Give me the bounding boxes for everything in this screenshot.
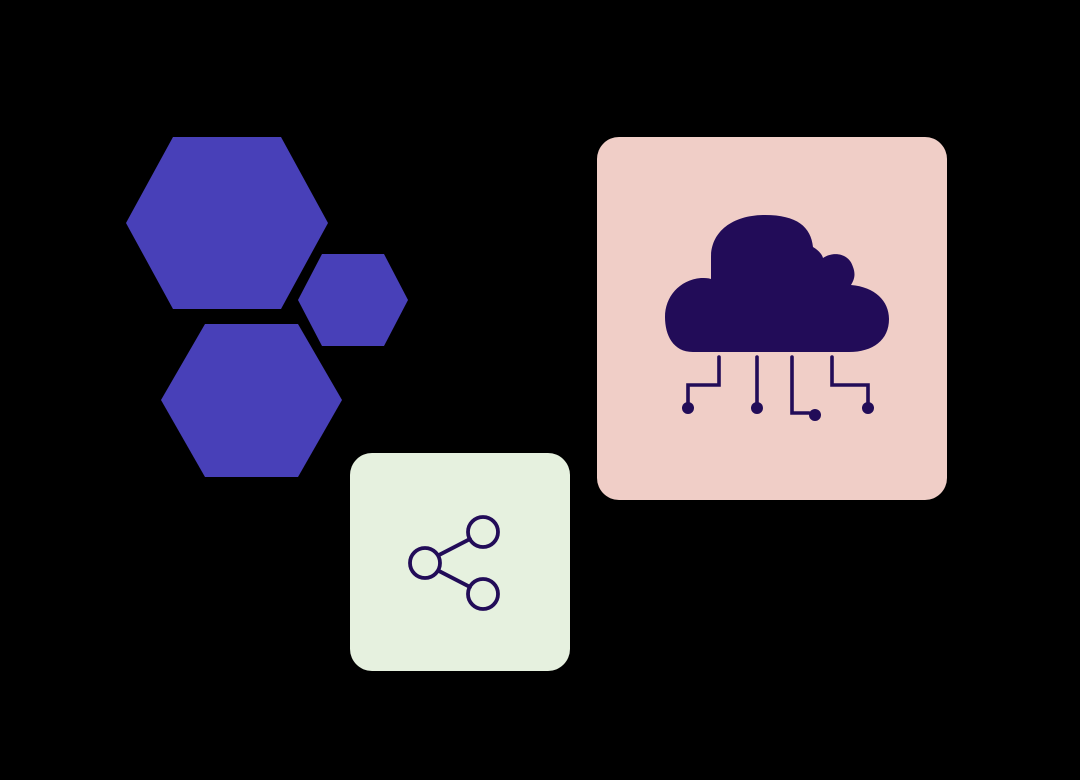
circuit-line-4 — [830, 355, 870, 405]
hexagon-large — [126, 137, 328, 309]
share-node-top — [466, 515, 500, 549]
circuit-node-4 — [862, 402, 874, 414]
circuit-line-1 — [686, 355, 721, 405]
circuit-node-3 — [809, 409, 821, 421]
circuit-node-2 — [751, 402, 763, 414]
cloud-shape — [665, 215, 889, 352]
circuit-node-1 — [682, 402, 694, 414]
share-node-bottom — [466, 577, 500, 611]
cloud-network-icon — [665, 215, 889, 421]
share-link-bottom — [437, 569, 472, 589]
share-icon — [408, 515, 500, 611]
share-card — [350, 453, 570, 671]
share-node-left — [408, 546, 442, 580]
cloud-card — [597, 137, 947, 500]
circuit-line-3 — [790, 355, 811, 415]
hexagon-bottom — [161, 324, 342, 477]
hexagon-small — [298, 254, 408, 346]
share-link-top — [437, 537, 472, 557]
